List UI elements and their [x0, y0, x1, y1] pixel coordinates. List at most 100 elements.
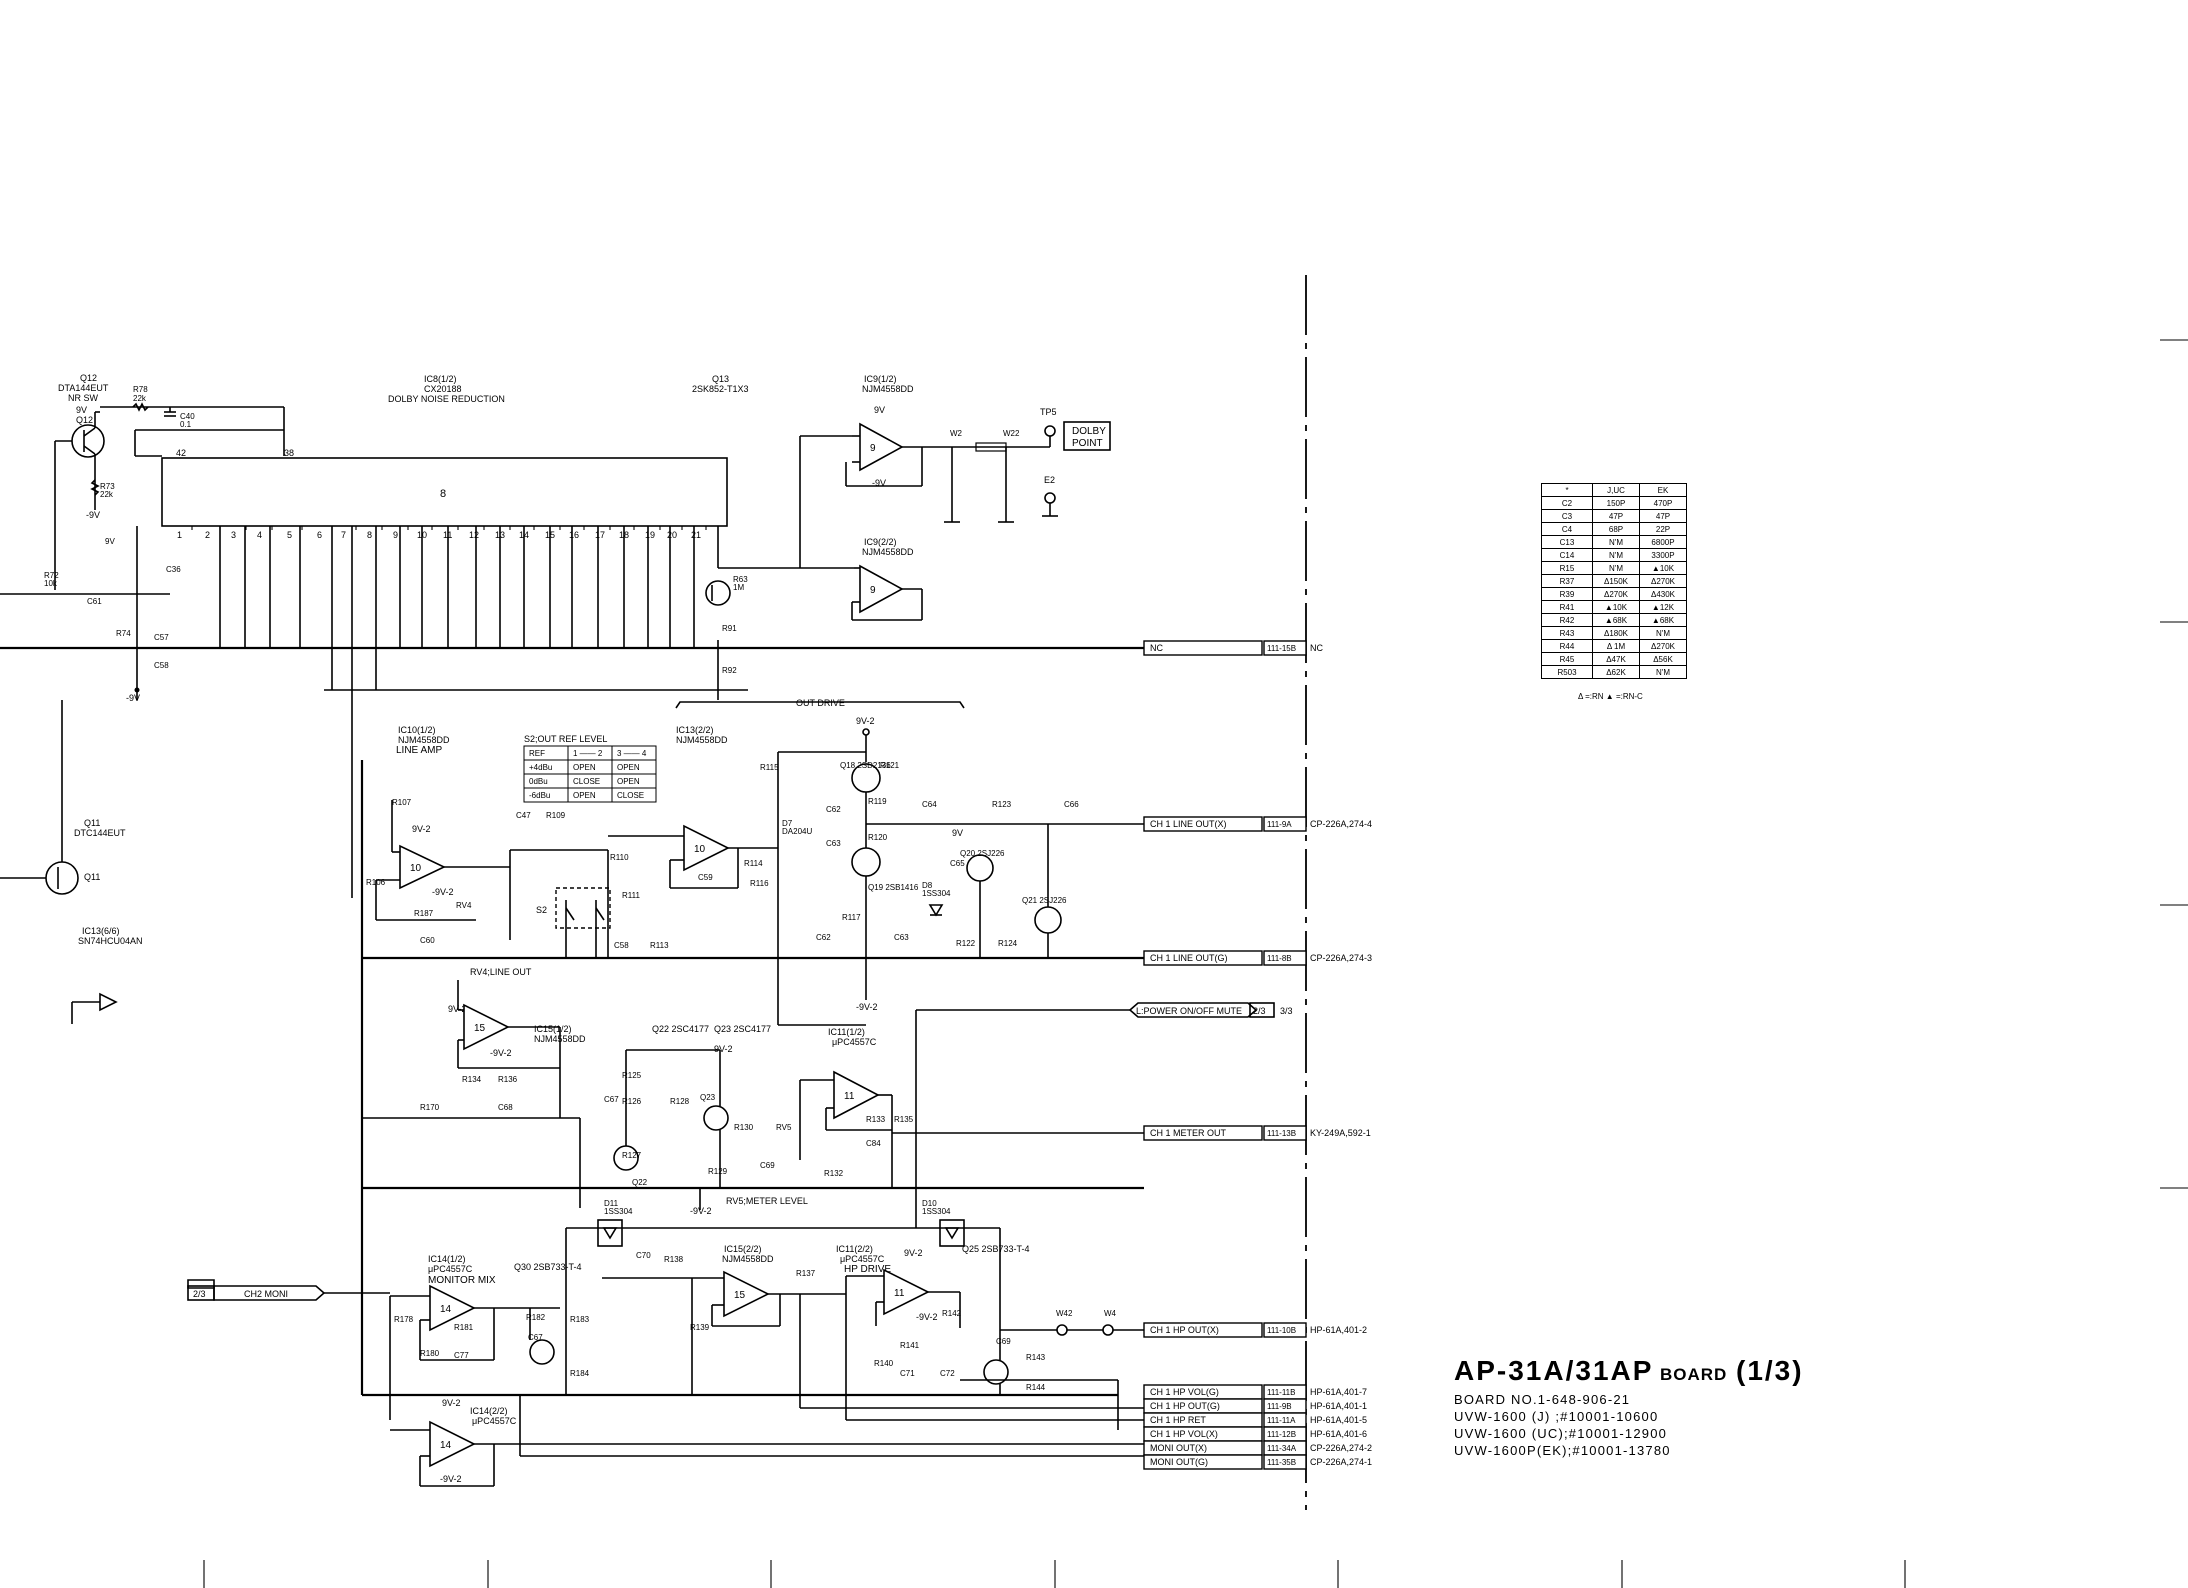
- ic8-pin-9: 9: [393, 530, 398, 540]
- svg-text:C47: C47: [516, 811, 531, 820]
- svg-text:38: 38: [284, 448, 294, 458]
- component-cell: C3: [1541, 509, 1593, 523]
- component-cell: Δ430K: [1639, 587, 1687, 601]
- svg-text:R130: R130: [734, 1123, 754, 1132]
- ic8-pin-19: 19: [645, 530, 655, 540]
- rv4-label: RV4;LINE OUT: [470, 967, 532, 977]
- svg-text:-9V: -9V: [872, 478, 886, 488]
- svg-text:R78: R78: [133, 385, 148, 394]
- svg-text:Q23: Q23: [700, 1093, 716, 1102]
- svg-text:NJM4558DD: NJM4558DD: [862, 547, 914, 557]
- svg-text:IC11(2/2): IC11(2/2): [836, 1244, 873, 1254]
- ic8-pin-6: 6: [317, 530, 322, 540]
- connector-pin: 111-10B: [1267, 1326, 1296, 1335]
- svg-text:C69: C69: [760, 1161, 775, 1170]
- svg-text:R133: R133: [866, 1115, 886, 1124]
- ic11a-block: IC11(1/2) μPC4557C 11 R133 R135 C84 R132: [799, 1010, 1144, 1228]
- svg-text:-9V-2: -9V-2: [490, 1048, 512, 1058]
- connector-dest: NC: [1310, 643, 1323, 653]
- out-drive-stage: IC13(2/2) NJM4558DD OUT DRIVE 10 C59 R11…: [608, 698, 1144, 1026]
- svg-text:C77: C77: [454, 1351, 469, 1360]
- model-line-2: UVW-1600 (UC);#10001-12900: [1454, 1426, 1667, 1441]
- component-cell: R503: [1541, 665, 1593, 679]
- svg-text:C67: C67: [604, 1095, 619, 1104]
- svg-text:NR SW: NR SW: [68, 393, 99, 403]
- svg-text:S2: S2: [536, 905, 547, 915]
- svg-text:Q11: Q11: [84, 818, 100, 828]
- s2-table-cell: CLOSE: [617, 791, 644, 800]
- svg-text:R124: R124: [998, 939, 1018, 948]
- svg-text:-9V: -9V: [86, 510, 100, 520]
- svg-text:RV5;METER LEVEL: RV5;METER LEVEL: [726, 1196, 808, 1206]
- svg-text:R126: R126: [622, 1097, 642, 1106]
- svg-text:C71: C71: [900, 1369, 915, 1378]
- svg-text:R119: R119: [868, 797, 887, 806]
- svg-text:W2: W2: [950, 429, 963, 438]
- component-cell: R44: [1541, 639, 1593, 653]
- component-cell: R37: [1541, 574, 1593, 588]
- connector-pin: 111-12B: [1267, 1430, 1296, 1439]
- svg-text:IC14(1/2): IC14(1/2): [428, 1254, 466, 1264]
- svg-text:C36: C36: [166, 565, 181, 574]
- svg-text:DOLBY NOISE REDUCTION: DOLBY NOISE REDUCTION: [388, 394, 505, 404]
- svg-text:DOLBY: DOLBY: [1072, 426, 1106, 437]
- svg-text:R125: R125: [622, 1071, 642, 1080]
- connector-dest: HP-61A,401-7: [1310, 1387, 1367, 1397]
- component-cell: N'M: [1592, 535, 1640, 549]
- svg-text:TP5: TP5: [1040, 407, 1057, 417]
- svg-text:IC9(2/2): IC9(2/2): [864, 537, 897, 547]
- connector-signal: MONI OUT(G): [1150, 1457, 1208, 1467]
- svg-text:IC15(1/2): IC15(1/2): [534, 1024, 572, 1034]
- svg-text:C84: C84: [866, 1139, 881, 1148]
- svg-text:S2;OUT REF LEVEL: S2;OUT REF LEVEL: [524, 734, 607, 744]
- component-cell: Δ56K: [1639, 652, 1687, 666]
- svg-text:R121: R121: [880, 761, 900, 770]
- svg-text:R111: R111: [622, 891, 640, 900]
- ic15a-block: 9V-2 15 IC15(1/2) NJM4558DD -9V-2 R134 R…: [362, 980, 586, 1119]
- svg-text:C61: C61: [87, 597, 102, 606]
- component-cell: 3300P: [1639, 548, 1687, 562]
- ic10-line-amp: IC10(1/2) NJM4558DD LINE AMP 9V-2 10 -9V…: [366, 725, 608, 945]
- connector-signal: CH 1 LINE OUT(G): [1150, 953, 1228, 963]
- svg-text:C57: C57: [154, 633, 169, 642]
- component-cell: Δ270K: [1639, 574, 1687, 588]
- svg-text:μPC4557C: μPC4557C: [472, 1416, 517, 1426]
- svg-text:R143: R143: [1026, 1353, 1046, 1362]
- component-cell: Δ270K: [1592, 587, 1640, 601]
- connector-dest: HP-61A,401-5: [1310, 1415, 1367, 1425]
- connector-dest: KY-249A,592-1: [1310, 1128, 1371, 1138]
- component-cell: C4: [1541, 522, 1593, 536]
- svg-text:C68: C68: [498, 1103, 513, 1112]
- svg-text:C58: C58: [614, 941, 629, 950]
- svg-text:9V: 9V: [76, 405, 87, 415]
- svg-text:R72: R72: [44, 571, 59, 580]
- component-cell: 150P: [1592, 496, 1640, 510]
- svg-text:R181: R181: [454, 1323, 474, 1332]
- component-cell: ▲12K: [1639, 600, 1687, 614]
- ic8-pin-20: 20: [667, 530, 677, 540]
- svg-text:D8: D8: [922, 881, 933, 890]
- ic8-pin-21: 21: [691, 530, 701, 540]
- connector-dest: CP-226A,274-4: [1310, 819, 1372, 829]
- svg-text:C72: C72: [940, 1369, 955, 1378]
- svg-text:9V: 9V: [105, 537, 115, 546]
- svg-text:22k: 22k: [100, 490, 114, 499]
- svg-text:9V: 9V: [874, 405, 885, 415]
- svg-text:C63: C63: [894, 933, 909, 942]
- svg-text:22k: 22k: [133, 394, 147, 403]
- connector-dest: CP-226A,274-1: [1310, 1457, 1372, 1467]
- s2-table-cell: OPEN: [617, 777, 640, 786]
- svg-text:14: 14: [440, 1304, 452, 1315]
- svg-text:9: 9: [870, 443, 876, 454]
- svg-text:IC13(6/6): IC13(6/6): [82, 926, 120, 936]
- board-title: AP-31A/31AP: [1454, 1355, 1653, 1386]
